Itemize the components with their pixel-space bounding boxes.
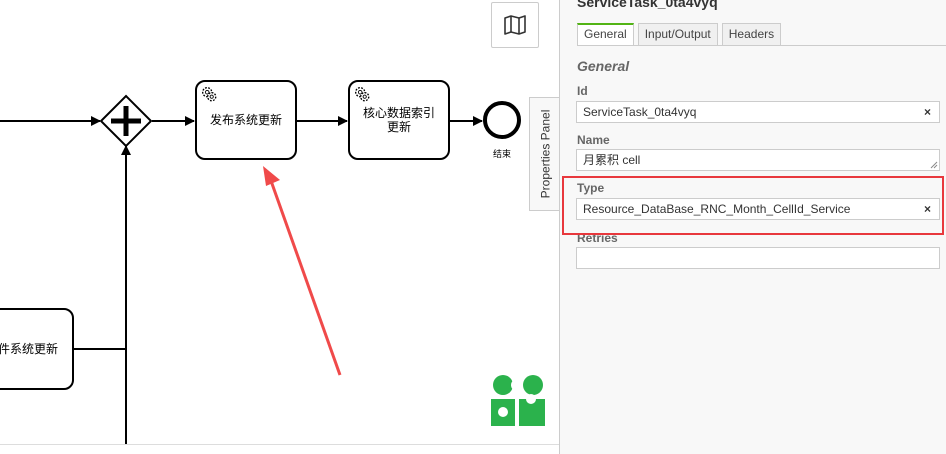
tabs-divider xyxy=(577,45,946,46)
minimap-toggle-button[interactable] xyxy=(491,2,539,48)
type-label: Type xyxy=(577,181,605,195)
task-label: 发布系统更新 xyxy=(209,113,282,127)
retries-field[interactable] xyxy=(576,247,940,269)
canvas-bottom-edge xyxy=(0,444,559,454)
type-field[interactable]: Resource_DataBase_RNC_Month_CellId_Servi… xyxy=(576,198,940,220)
close-icon[interactable]: × xyxy=(923,202,931,216)
name-label: Name xyxy=(577,133,610,147)
name-field[interactable]: 月累积 cell xyxy=(576,149,940,171)
properties-panel: ServiceTask_0ta4vyq General Input/Output… xyxy=(559,0,946,454)
task-label: 核心数据索引更新 xyxy=(362,106,435,134)
properties-panel-toggle[interactable]: Properties Panel xyxy=(529,97,561,211)
task-label: 件系统更新 xyxy=(0,342,58,356)
id-field[interactable]: ServiceTask_0ta4vyq × xyxy=(576,101,940,123)
tab-input-output[interactable]: Input/Output xyxy=(637,23,718,45)
element-title: ServiceTask_0ta4vyq xyxy=(577,0,718,10)
task-index-update[interactable]: 核心数据索引更新 xyxy=(348,80,450,160)
panel-tabs: General Input/Output Headers xyxy=(577,23,782,45)
group-title: General xyxy=(577,58,630,74)
gear-icon xyxy=(355,87,370,102)
task-partial[interactable]: 件系统更新 xyxy=(0,308,74,390)
map-icon xyxy=(504,15,526,35)
end-event[interactable] xyxy=(483,101,521,139)
bpmn-logo-icon[interactable] xyxy=(491,374,545,426)
type-highlight-box xyxy=(562,176,944,235)
type-value: Resource_DataBase_RNC_Month_CellId_Servi… xyxy=(583,202,851,216)
parallel-gateway[interactable] xyxy=(99,94,153,148)
tab-headers[interactable]: Headers xyxy=(721,23,782,45)
close-icon[interactable]: × xyxy=(923,105,931,119)
id-label: Id xyxy=(577,84,588,98)
properties-panel-tab-label: Properties Panel xyxy=(538,109,553,199)
annotation-arrow xyxy=(263,166,342,376)
resize-handle-icon[interactable] xyxy=(930,161,938,169)
id-value: ServiceTask_0ta4vyq xyxy=(583,105,697,119)
tab-general[interactable]: General xyxy=(577,23,634,45)
gear-icon xyxy=(202,87,217,102)
task-publish[interactable]: 发布系统更新 xyxy=(195,80,297,160)
name-value: 月累积 cell xyxy=(583,153,641,167)
end-event-label: 结束 xyxy=(493,150,512,160)
